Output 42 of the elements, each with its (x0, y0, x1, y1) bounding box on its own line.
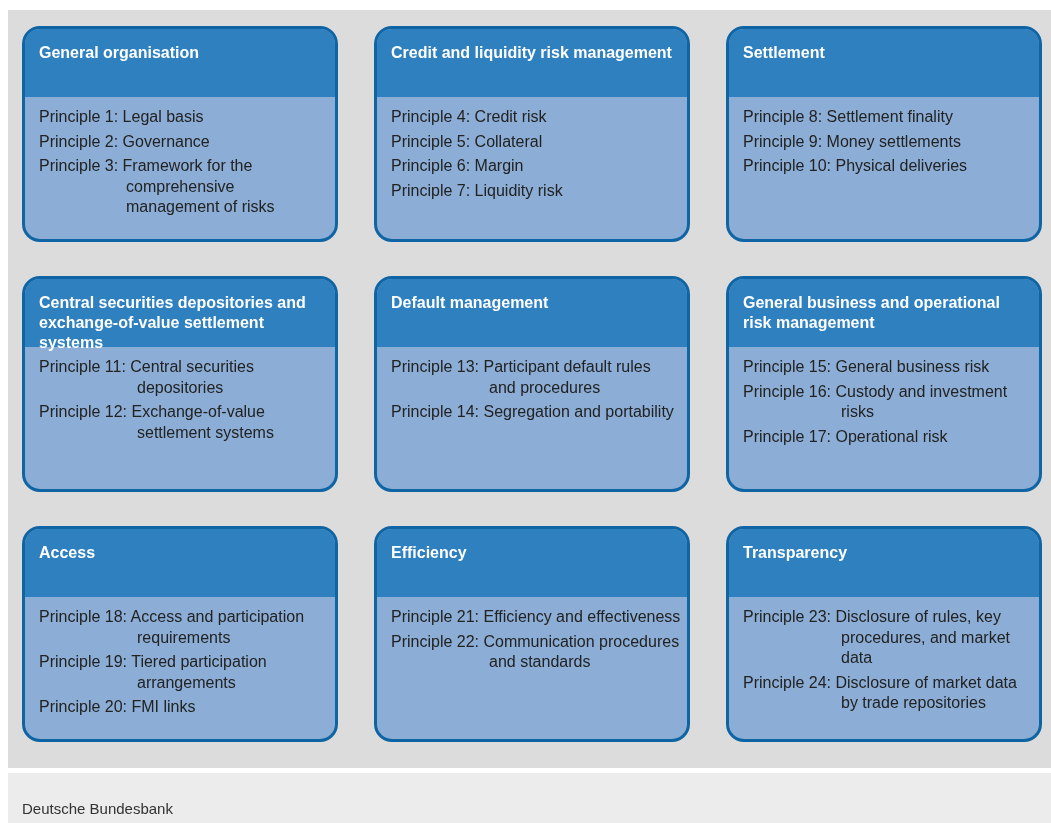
category-card (374, 526, 690, 742)
source-note: Deutsche Bundesbank (22, 800, 173, 817)
card-heading: Transparency (729, 529, 1039, 597)
principle-text: Principle 20: FMI links (39, 697, 197, 717)
card-heading: Default management (377, 279, 687, 347)
principle-text: Principle 22: Communication procedures and standards (391, 631, 681, 672)
card-heading: Settlement (729, 29, 1039, 97)
category-card (374, 276, 690, 492)
principle-text: Principle 16: Custody and investment risks (743, 381, 1009, 422)
principle-text: Principle 24: Disclosure of market data by trade repositories (743, 672, 1018, 713)
principle-text: Principle 23: Disclosure of rules, key procedures, and market data (743, 607, 1011, 668)
category-card (726, 276, 1042, 492)
principle-text: Principle 18: Access and participation requirements (39, 607, 306, 648)
principle-text: Principle 17: Operational risk (743, 426, 949, 447)
principle-text: Principle 11: Central securities depositories (39, 357, 255, 398)
category-card (22, 26, 338, 242)
principle-text: Principle 3: Framework for the comprehensive management of risks (39, 156, 276, 217)
principle-text: Principle 15: General business risk (743, 357, 991, 377)
principle-text: Principle 2: Governance (39, 131, 211, 152)
principle-text: Principle 21: Efficiency and effectiveness (391, 607, 681, 627)
principle-text: Principle 8: Settlement finality (743, 107, 954, 127)
category-card (726, 26, 1042, 242)
category-card (22, 526, 338, 742)
principle-text: Principle 1: Legal basis (39, 107, 205, 127)
card-heading: General business and operational risk management (729, 279, 1039, 347)
principle-text: Principle 12: Exchange-of-value settlement systems (39, 402, 275, 443)
card-heading: Credit and liquidity risk management (377, 29, 687, 97)
principle-text: Principle 6: Margin (391, 156, 525, 176)
card-heading: Access (25, 529, 335, 597)
category-card (726, 526, 1042, 742)
category-card (22, 276, 338, 492)
principle-text: Principle 7: Liquidity risk (391, 180, 564, 201)
principle-text: Principle 9: Money settlements (743, 131, 962, 152)
category-card (374, 26, 690, 242)
card-heading: General organisation (25, 29, 335, 97)
principle-text: Principle 4: Credit risk (391, 107, 548, 127)
card-heading: Efficiency (377, 529, 687, 597)
principle-text: Principle 10: Physical deliveries (743, 156, 969, 176)
principle-text: Principle 5: Collateral (391, 131, 544, 152)
principle-text: Principle 14: Segregation and portability (391, 402, 675, 422)
principle-text: Principle 13: Participant default rules and procedures (391, 357, 652, 398)
principle-text: Principle 19: Tiered participation arrangements (39, 652, 268, 693)
